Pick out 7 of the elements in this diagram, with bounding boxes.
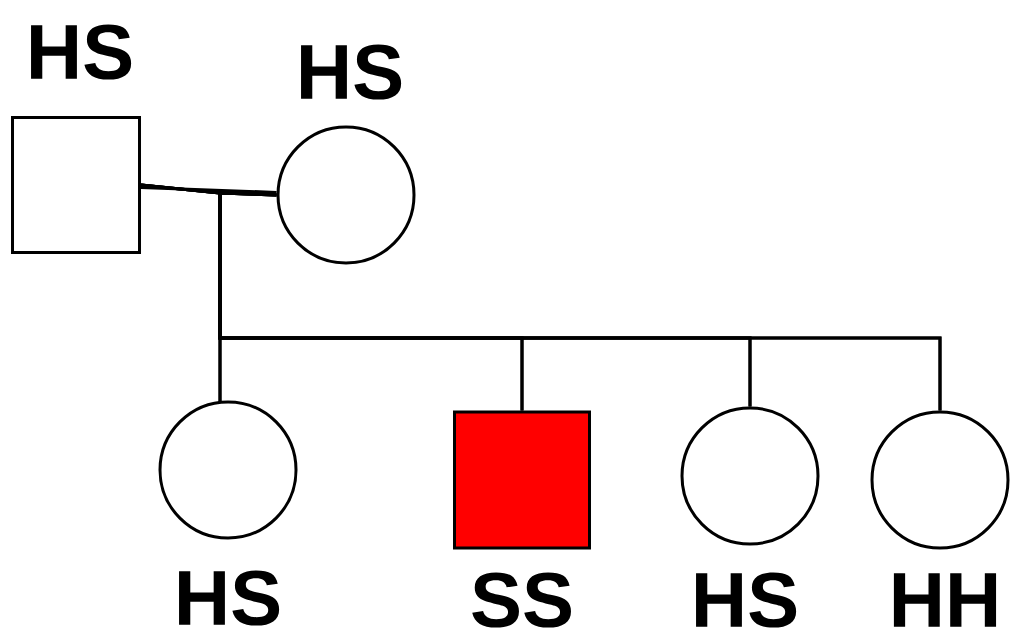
genotype-label: HS [696, 572, 797, 628]
genotype-label: SS [472, 572, 571, 628]
genotype-label: HS [31, 24, 132, 80]
genotype-label: HS [301, 44, 402, 100]
genotype-label: HH [893, 573, 997, 627]
pedigree-line [140, 185, 277, 194]
genotype-label: HS [179, 570, 280, 626]
